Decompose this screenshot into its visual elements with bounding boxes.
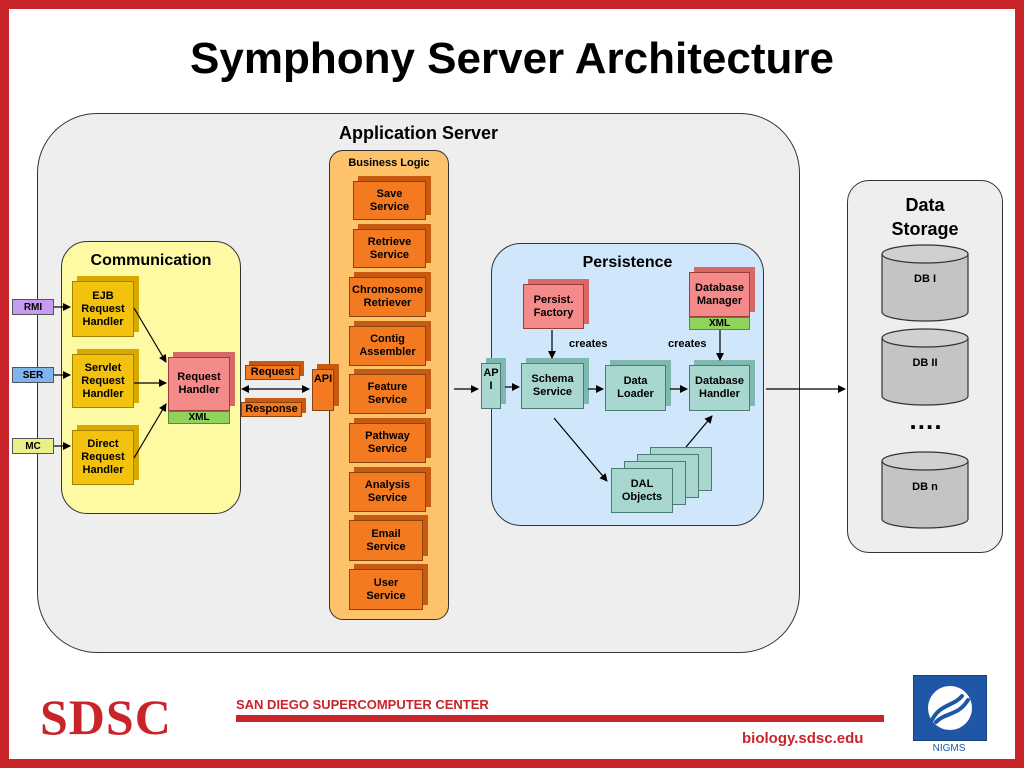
schema-service-label: Schema Service xyxy=(531,373,574,398)
request-handler-xml: XML xyxy=(168,411,230,424)
data-loader: Data Loader xyxy=(605,365,666,411)
application-server-label: Application Server xyxy=(338,123,499,143)
servlet-request-handler-label: Servlet Request Handler xyxy=(81,361,125,400)
pathway-service-label: Pathway Service xyxy=(365,430,410,455)
retrieve-service: Retrieve Service xyxy=(353,229,426,268)
business-logic-label: Business Logic xyxy=(348,157,430,169)
persistence-api: AP I xyxy=(481,363,501,409)
database-handler-label: Database Handler xyxy=(695,375,744,400)
data-storage-label: Data Storage xyxy=(891,195,959,239)
save-service: Save Service xyxy=(353,181,426,220)
dal-objects: DAL Objects xyxy=(611,468,673,513)
pathway-service: Pathway Service xyxy=(349,423,426,463)
footer-url: biology.sdsc.edu xyxy=(742,730,864,747)
persistence-api-label: AP I xyxy=(483,367,499,392)
rmi-tag: RMI xyxy=(12,299,54,315)
db-ellipsis: …. xyxy=(908,405,942,435)
sdsc-logo: SDSC xyxy=(40,689,172,745)
user-service: User Service xyxy=(349,569,423,610)
feature-service-label: Feature Service xyxy=(367,381,408,406)
email-service-label: Email Service xyxy=(366,527,406,553)
nigms-swirl-icon xyxy=(928,686,972,730)
db-2-cylinder xyxy=(881,328,969,406)
retrieve-service-label: Retrieve Service xyxy=(367,235,412,261)
db-1-cylinder xyxy=(881,244,969,322)
contig-assembler: Contig Assembler xyxy=(349,326,426,366)
user-service-label: User Service xyxy=(366,576,406,602)
db-n-cylinder xyxy=(881,451,969,529)
request-label: Request xyxy=(245,365,300,380)
dal-objects-label: DAL Objects xyxy=(621,477,663,503)
servlet-request-handler: Servlet Request Handler xyxy=(72,354,134,408)
request-handler-label: Request Handler xyxy=(177,371,221,396)
request-handler: Request Handler xyxy=(168,357,230,411)
ejb-request-handler-label: EJB Request Handler xyxy=(81,289,125,328)
db-1-label: DB I xyxy=(914,273,936,285)
database-manager-label: Database Manager xyxy=(695,281,744,307)
direct-request-handler-label: Direct Request Handler xyxy=(81,438,125,476)
footer-rule xyxy=(236,715,884,722)
schema-service: Schema Service xyxy=(521,363,584,409)
creates-label-1: creates xyxy=(569,338,608,350)
save-service-label: Save Service xyxy=(369,187,410,213)
footer-center-name: SAN DIEGO SUPERCOMPUTER CENTER xyxy=(236,697,489,712)
db-2-label: DB II xyxy=(912,357,938,369)
api-label: API xyxy=(313,373,333,385)
creates-label-2: creates xyxy=(668,338,707,350)
persist-factory: Persist. Factory xyxy=(523,284,584,329)
database-manager: Database Manager xyxy=(689,272,750,317)
chromosome-retriever: Chromosome Retriever xyxy=(349,277,426,317)
nigms-logo xyxy=(913,675,987,741)
page-title: Symphony Server Architecture xyxy=(190,34,834,83)
persist-factory-label: Persist. Factory xyxy=(533,293,574,319)
mc-tag: MC xyxy=(12,438,54,454)
feature-service: Feature Service xyxy=(349,374,426,414)
analysis-service: Analysis Service xyxy=(349,472,426,512)
data-loader-label: Data Loader xyxy=(617,375,654,400)
persistence-label: Persistence xyxy=(582,254,673,271)
response-label: Response xyxy=(241,402,302,417)
database-manager-xml: XML xyxy=(689,317,750,330)
ejb-request-handler: EJB Request Handler xyxy=(72,281,134,337)
ser-tag: SER xyxy=(12,367,54,383)
communication-label: Communication xyxy=(90,252,212,269)
db-n-label: DB n xyxy=(912,481,938,493)
email-service: Email Service xyxy=(349,520,423,561)
chromosome-retriever-label: Chromosome Retriever xyxy=(352,284,423,309)
database-handler: Database Handler xyxy=(689,365,750,411)
direct-request-handler: Direct Request Handler xyxy=(72,430,134,485)
contig-assembler-label: Contig Assembler xyxy=(359,333,416,358)
analysis-service-label: Analysis Service xyxy=(364,479,411,504)
nigms-label: NIGMS xyxy=(932,743,966,754)
api-box: API xyxy=(312,369,334,411)
